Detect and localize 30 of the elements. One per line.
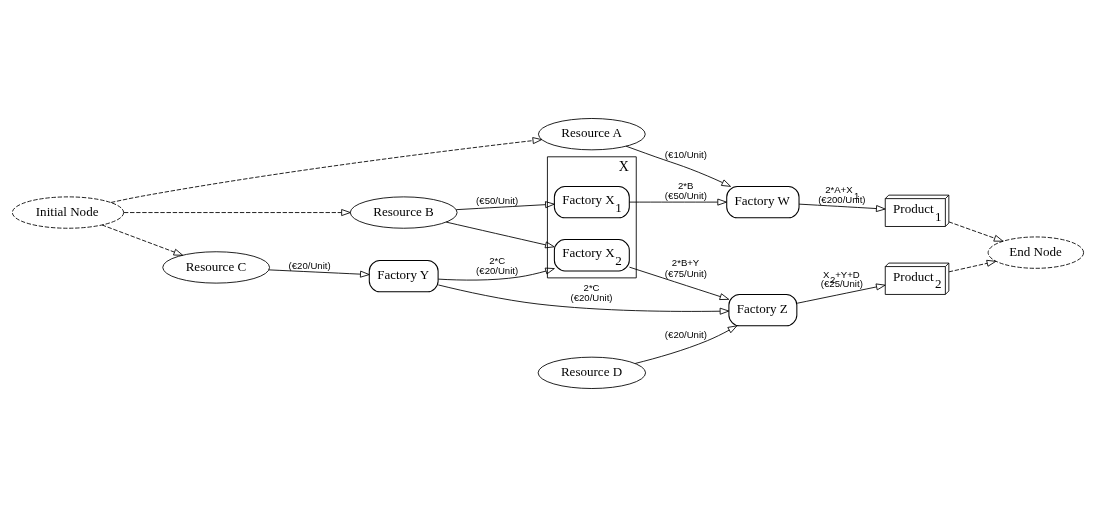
arrow xyxy=(948,259,997,272)
edge-label: 2*C (€20/Unit) xyxy=(476,254,519,276)
node-ellipse: Resource A xyxy=(538,117,646,150)
arrow xyxy=(437,267,555,281)
arrow xyxy=(110,136,543,203)
edge-label: 2*B+Y (€75/Unit) xyxy=(664,256,707,279)
arrow xyxy=(437,284,730,315)
edge-label: 2*C (€20/Unit) xyxy=(570,281,613,303)
node-ellipse: Resource D xyxy=(537,356,646,389)
arrow xyxy=(123,208,351,216)
edge-label: (€20/Unit) xyxy=(288,259,331,271)
arrow xyxy=(796,283,886,304)
edge-label: (€20/Unit) xyxy=(664,328,707,340)
node-box: Factory Y xyxy=(368,259,439,292)
arrow xyxy=(634,324,738,364)
node-box: Factory Z xyxy=(728,293,798,326)
edge-label: (€50/Unit) xyxy=(476,194,519,206)
arrow xyxy=(629,266,730,300)
arrow xyxy=(455,200,555,210)
arrow xyxy=(268,268,370,278)
node-ellipse: Initial Node xyxy=(11,195,125,229)
arrow xyxy=(798,203,886,212)
arrow xyxy=(445,221,555,248)
arrow xyxy=(629,198,727,206)
arrow xyxy=(948,221,1004,242)
edge-label: (€10/Unit) xyxy=(664,148,707,160)
node-box: Factory W xyxy=(726,185,800,218)
node-ellipse: Resource B xyxy=(349,195,458,229)
arrow xyxy=(101,224,184,256)
edge-label: 2*B (€50/Unit) xyxy=(664,179,707,201)
